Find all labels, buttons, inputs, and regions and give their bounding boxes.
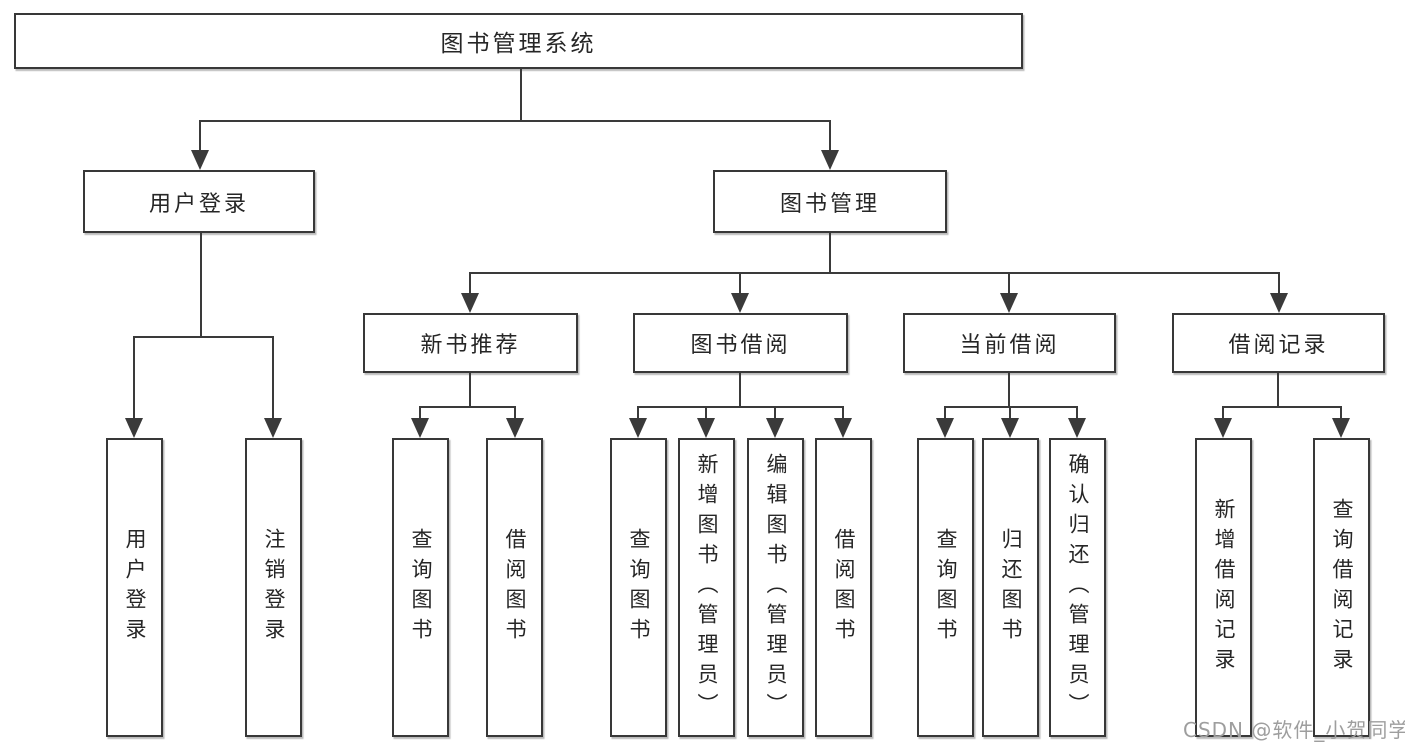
arrow-down-icon xyxy=(1270,293,1288,313)
connector-line xyxy=(637,406,844,408)
node-label: 借阅图书 xyxy=(503,527,527,648)
connector-line xyxy=(1008,272,1010,297)
arrow-down-icon xyxy=(191,150,209,170)
node-new-book-recommendation: 新书推荐 xyxy=(363,313,578,373)
node-book-management: 图书管理 xyxy=(713,170,947,233)
connector-line xyxy=(829,120,831,154)
connector-line xyxy=(637,406,639,422)
connector-line xyxy=(1222,406,1224,422)
node-cb-return-books: 归还图书 xyxy=(982,438,1039,737)
connector-line xyxy=(199,120,831,122)
node-user-login-leaf: 用户登录 xyxy=(106,438,163,737)
connector-line xyxy=(200,233,202,338)
connector-line xyxy=(944,406,1078,408)
node-label: 注销登录 xyxy=(262,527,286,648)
connector-line xyxy=(1340,406,1342,422)
connector-line xyxy=(1008,373,1010,408)
connector-line xyxy=(133,336,135,422)
node-bb-edit-books-admin: 编辑图书（管理员） xyxy=(747,438,804,737)
connector-line xyxy=(419,406,421,422)
arrow-down-icon xyxy=(936,418,954,438)
node-label: 确认归还（管理员） xyxy=(1066,452,1090,723)
node-library-management-system: 图书管理系统 xyxy=(14,13,1023,69)
connector-line xyxy=(829,233,831,274)
node-label: 查询图书 xyxy=(627,527,651,648)
node-label: 查询图书 xyxy=(409,527,433,648)
node-current-borrowing: 当前借阅 xyxy=(903,313,1116,373)
arrow-down-icon xyxy=(506,418,524,438)
connector-line xyxy=(1278,272,1280,297)
arrow-down-icon xyxy=(1000,293,1018,313)
connector-line xyxy=(739,373,741,408)
node-label: 编辑图书（管理员） xyxy=(764,452,788,723)
arrow-down-icon xyxy=(821,150,839,170)
connector-line xyxy=(739,272,741,297)
node-bb-query-books: 查询图书 xyxy=(610,438,667,737)
arrow-down-icon xyxy=(1001,418,1019,438)
arrow-down-icon xyxy=(629,418,647,438)
node-borrowing-records: 借阅记录 xyxy=(1172,313,1385,373)
connector-line xyxy=(469,272,1280,274)
node-label: 查询图书 xyxy=(934,527,958,648)
connector-line xyxy=(705,406,707,422)
node-label: 新增借阅记录 xyxy=(1212,497,1236,678)
connector-line xyxy=(199,120,201,154)
node-nbr-borrow-books: 借阅图书 xyxy=(486,438,543,737)
arrow-down-icon xyxy=(125,418,143,438)
arrow-down-icon xyxy=(264,418,282,438)
connector-line xyxy=(842,406,844,422)
connector-line xyxy=(944,406,946,422)
arrow-down-icon xyxy=(731,293,749,313)
connector-line xyxy=(469,373,471,408)
arrow-down-icon xyxy=(411,418,429,438)
node-label: 用户登录 xyxy=(123,527,147,648)
node-label: 借阅图书 xyxy=(832,527,856,648)
connector-line xyxy=(133,336,274,338)
arrow-down-icon xyxy=(697,418,715,438)
watermark: CSDN @软件_小贺同学 xyxy=(1183,718,1405,742)
connector-line xyxy=(1009,406,1011,422)
connector-line xyxy=(1222,406,1342,408)
connector-line xyxy=(419,406,516,408)
arrow-down-icon xyxy=(1332,418,1350,438)
node-label: 查询借阅记录 xyxy=(1330,497,1354,678)
node-user-login: 用户登录 xyxy=(83,170,315,233)
node-bb-add-books-admin: 新增图书（管理员） xyxy=(678,438,735,737)
node-label: 归还图书 xyxy=(999,527,1023,648)
node-bb-borrow-books: 借阅图书 xyxy=(815,438,872,737)
node-logout: 注销登录 xyxy=(245,438,302,737)
node-br-add-borrow-record: 新增借阅记录 xyxy=(1195,438,1252,737)
arrow-down-icon xyxy=(1214,418,1232,438)
arrow-down-icon xyxy=(766,418,784,438)
node-nbr-query-books: 查询图书 xyxy=(392,438,449,737)
connector-line xyxy=(774,406,776,422)
node-cb-confirm-return-admin: 确认归还（管理员） xyxy=(1049,438,1106,737)
node-book-borrowing: 图书借阅 xyxy=(633,313,848,373)
arrow-down-icon xyxy=(834,418,852,438)
node-br-query-borrow-record: 查询借阅记录 xyxy=(1313,438,1370,737)
connector-line xyxy=(469,272,471,297)
connector-line xyxy=(272,336,274,422)
connector-line xyxy=(514,406,516,422)
node-cb-query-books: 查询图书 xyxy=(917,438,974,737)
connector-line xyxy=(1076,406,1078,422)
connector-line xyxy=(1277,373,1279,408)
node-label: 新增图书（管理员） xyxy=(695,452,719,723)
arrow-down-icon xyxy=(461,293,479,313)
arrow-down-icon xyxy=(1068,418,1086,438)
connector-line xyxy=(520,68,522,122)
